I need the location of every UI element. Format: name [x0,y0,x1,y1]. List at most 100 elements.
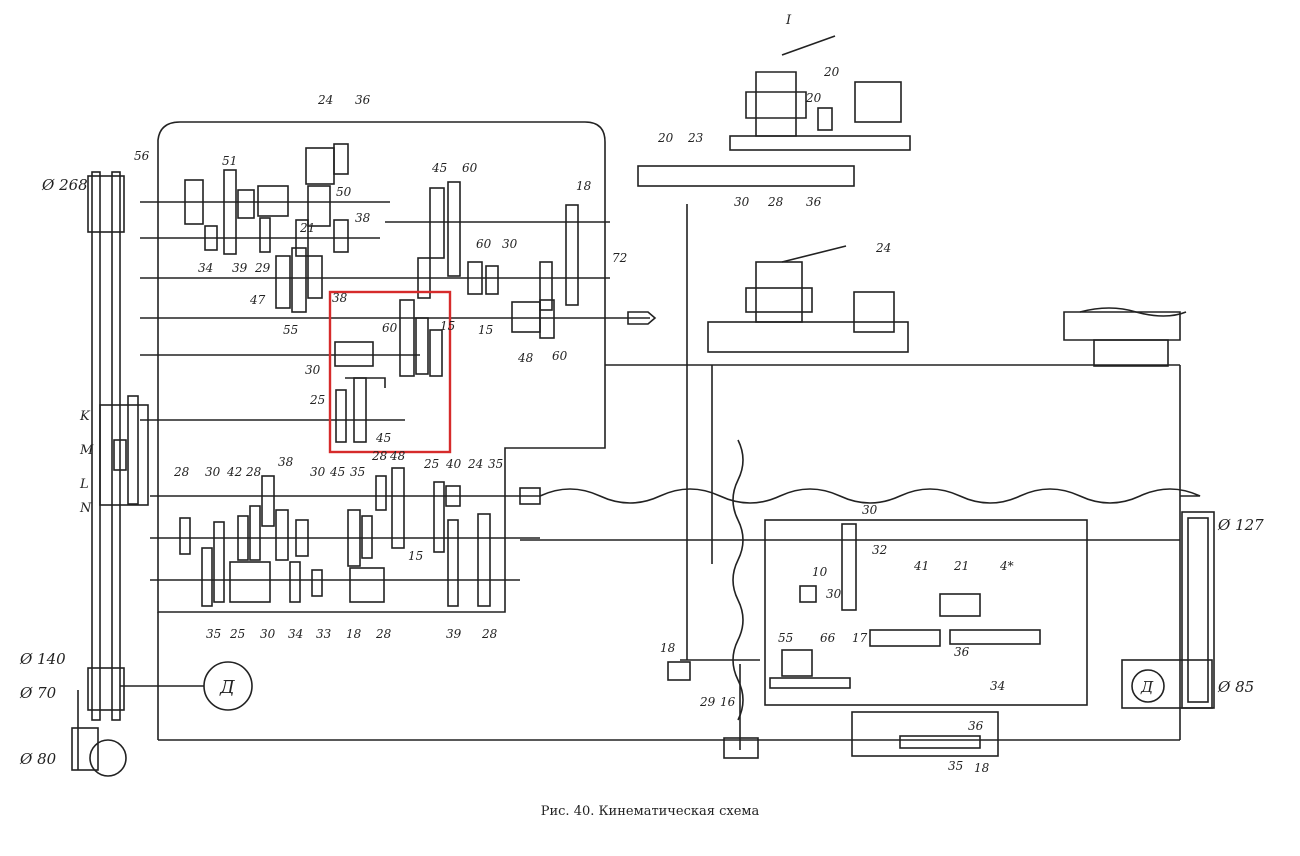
highlight-box [328,290,452,454]
gear [353,377,367,443]
gear [223,169,237,255]
gear-label: 34 [288,627,303,641]
gear-label: 48 [389,449,406,463]
gear-label: 38 [332,291,348,305]
gear-label: 42 [226,465,242,479]
gear-label: 20 [823,65,840,79]
gear-label: 18 [974,761,990,775]
gear-label: 60 [462,161,478,175]
shaft-label-m: M [79,443,94,458]
gear [565,204,579,306]
gear-label: 60 [382,321,398,335]
gear [229,561,271,603]
gear-label: 23 [687,131,704,145]
lever [127,395,139,505]
gear [237,189,255,219]
gear-label: 16 [720,695,736,709]
gear-label: 41 [913,559,929,573]
gear [445,485,461,507]
gear-label: 55 [778,631,793,645]
label-d80: Ø 80 [19,750,57,768]
gear [899,735,981,749]
gear-label: 38 [278,455,294,469]
gear-label: 20 [805,91,822,105]
gear-label: 28 [173,465,190,479]
gear-label: 39 [232,261,248,275]
gear-label: 21 [953,559,969,573]
gear-label: 30 [826,587,842,601]
gear [335,389,347,443]
gear [769,677,851,689]
belt-right [1181,511,1215,709]
gear-label: 28 [375,627,392,641]
gear-label: 30 [502,237,518,251]
shaft-label-n: N [79,501,92,516]
gear-label: 28 [481,627,498,641]
gear [333,219,349,253]
turret-label: I [785,13,792,28]
gear-label: 18 [346,627,362,641]
gear-label: 30 [862,503,878,517]
gear [249,505,261,561]
gear-label: 25 [309,393,325,407]
second-tool-base [745,287,813,313]
belt-right-inner [1187,517,1209,703]
second-lever [781,245,847,263]
gear-label: 50 [336,185,352,199]
gear [429,187,445,259]
gear [415,317,429,375]
gear [781,649,813,677]
gear [334,341,374,367]
gear-label: 28 [371,449,388,463]
gear-label: 24 [875,241,891,255]
gear-label: 30 [205,465,221,479]
gear [291,247,307,313]
tool-post-base [745,91,807,119]
tool-post [755,71,797,137]
gear-label: 30 [734,195,750,209]
gear [295,519,309,557]
gear-label: 38 [355,211,371,225]
motor-box-right [1121,659,1213,709]
gear [311,569,323,597]
gear [949,629,1041,645]
gear-label: 33 [316,627,332,641]
shaft-label-l: L [79,477,89,492]
gear-label: 45 [329,465,345,479]
compound-rest [729,135,911,151]
gear [307,255,323,299]
lead-screw [539,488,1201,504]
main-belt-right [111,171,121,721]
handwheel [723,737,759,759]
headstock-housing [157,121,606,613]
pulley-268 [87,175,125,233]
gear-label: 36 [968,719,984,733]
gear [275,509,289,561]
gear [939,593,981,617]
gear [391,467,405,549]
gear [447,181,461,277]
gear-label: 15 [478,323,493,337]
shifter-fork [345,377,386,388]
motor-right [1131,669,1165,703]
gear-label: 24 [317,93,333,107]
gear-label: 34 [990,679,1005,693]
gear [257,185,289,217]
gear [841,523,857,611]
label-d85: Ø 85 [1217,678,1254,696]
apron-housing [764,519,1088,706]
gear-label: 30 [260,627,276,641]
apron-worm-box [851,711,999,757]
gear-label: 29 [699,695,716,709]
gear [667,661,691,681]
figure-caption: Рис. 40. Кинематическая схема [540,804,760,819]
gear-label: 45 [375,431,391,445]
gear-label: 32 [872,543,887,557]
lever [113,439,127,471]
motor-label-main: Д [219,677,235,698]
label-d140: Ø 140 [19,650,66,668]
gear-label: 35 [350,465,365,479]
label-d268: Ø 268 [41,176,88,194]
gear [289,561,301,603]
